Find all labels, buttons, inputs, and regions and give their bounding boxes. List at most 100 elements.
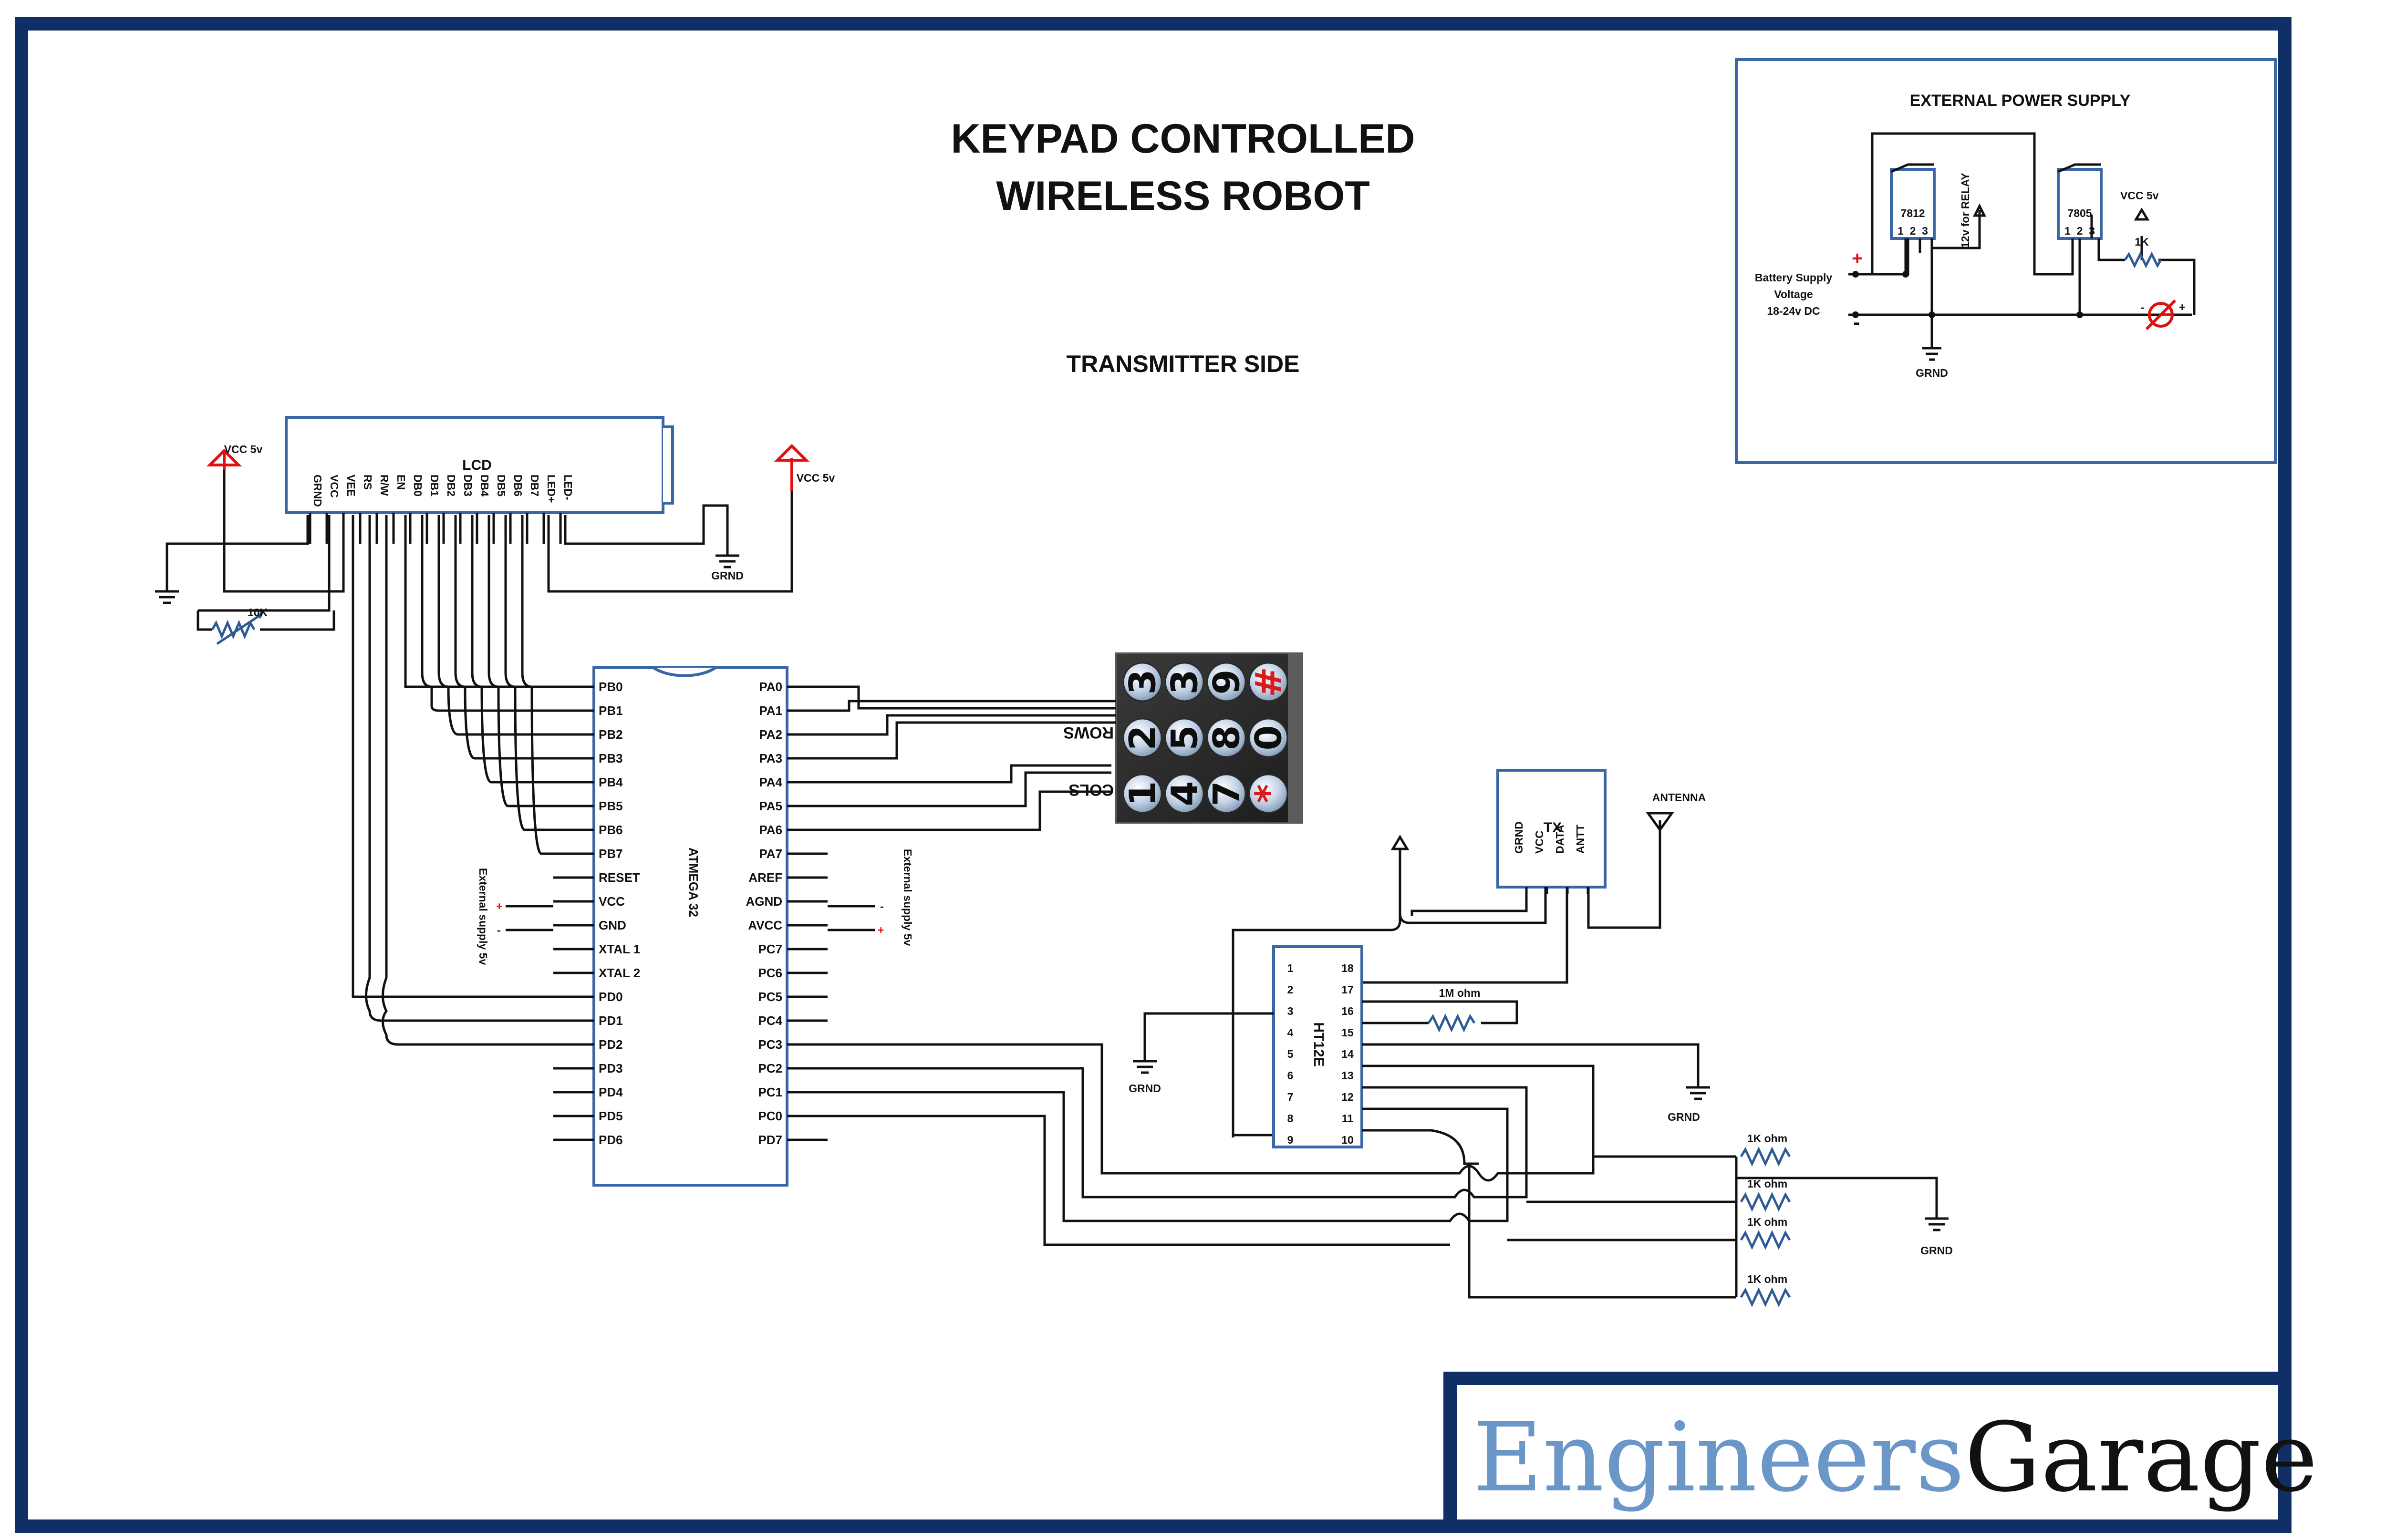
lcd-pin-label: GRND xyxy=(311,475,324,507)
supply-resistor-label: 1K xyxy=(2135,236,2149,248)
keypad-key[interactable] xyxy=(1248,718,1288,758)
mcu-right-pin-label: PC6 xyxy=(758,966,782,980)
mcu-left-pin-label: PB6 xyxy=(599,823,623,837)
lcd-label: LCD xyxy=(462,457,492,473)
encoder-left-pin-label: 3 xyxy=(1287,1005,1294,1017)
tx-pin-label: ANTT xyxy=(1574,825,1587,854)
atmega32-body xyxy=(592,666,788,1187)
keypad-key-label: 5 xyxy=(1163,725,1206,751)
keypad-key-label: 8 xyxy=(1205,725,1248,751)
encoder-right-pin-label: 17 xyxy=(1341,983,1354,996)
mcu-right-pin-label: PA5 xyxy=(759,799,782,813)
tx-pin-label: GRND xyxy=(1513,821,1525,854)
battery-label-2: Voltage xyxy=(1774,288,1813,300)
mcu-right-pin-label: PC4 xyxy=(758,1013,782,1028)
encoder-left-pin-label: 5 xyxy=(1287,1048,1294,1060)
regulator-7812 xyxy=(1890,168,1936,240)
encoder-left-pin-label: 8 xyxy=(1287,1112,1294,1125)
regulator-7805-label: 7805 xyxy=(2067,207,2092,219)
keypad-rows-label: ROWS xyxy=(1063,723,1114,742)
lcd-pot-label: 10K xyxy=(248,606,268,619)
relay-note: 12v for RELAY xyxy=(1959,173,1971,248)
mcu-right-pin-label: AREF xyxy=(748,870,782,885)
mcu-right-pin-label: PC5 xyxy=(758,990,782,1004)
encoder-resistor-label: 1M ohm xyxy=(1439,987,1481,999)
mcu-left-pin-label: PB5 xyxy=(599,799,623,813)
encoder-left-pin-label: 6 xyxy=(1287,1069,1294,1082)
mcu-left-pin-label: PB7 xyxy=(599,847,623,861)
encoder-right-pin-label: 11 xyxy=(1342,1112,1354,1125)
brand-part1: Engineers xyxy=(1473,1402,1965,1513)
mcu-right-pin-label: PA4 xyxy=(759,775,782,789)
tx-label: TX xyxy=(1544,820,1562,836)
mcu-left-pin-label: VCC xyxy=(599,894,625,909)
lcd-pin-label: RS xyxy=(362,475,374,490)
encoder-bus xyxy=(828,1043,1938,1299)
ext-supply-right: External supply 5v xyxy=(902,849,914,946)
encoder-right-pin-label: 16 xyxy=(1341,1005,1354,1017)
lcd-pin-label: DB4 xyxy=(478,475,491,496)
lcd-vcc-right: VCC 5v xyxy=(797,472,835,484)
keypad-key[interactable] xyxy=(1164,774,1204,814)
battery-label-3: 18-24v DC xyxy=(1767,305,1820,317)
brand-logo: EngineersGarage xyxy=(1443,1372,2318,1533)
encoder-left-pin-label: 9 xyxy=(1287,1134,1294,1146)
mcu-right-pin-label: PC3 xyxy=(758,1037,782,1052)
mcu-right-pin-label: PC1 xyxy=(758,1085,782,1099)
keypad-key[interactable] xyxy=(1248,774,1288,814)
keypad-key[interactable] xyxy=(1122,662,1162,702)
keypad-key[interactable] xyxy=(1122,774,1162,814)
regulator-7812-pins: 1 2 3 xyxy=(1898,225,1928,237)
lcd-pin-label: R/W xyxy=(378,475,391,496)
brand-part2: Garage xyxy=(1965,1402,2318,1513)
tx-pin-label: VCC xyxy=(1533,830,1545,854)
keypad-key[interactable] xyxy=(1122,718,1162,758)
diagram-subtitle: TRANSMITTER SIDE xyxy=(1067,351,1300,377)
mcu-left-pin-label: PB1 xyxy=(599,703,623,718)
keypad-key-label: 1 xyxy=(1121,781,1164,806)
keypad-key-label: 9 xyxy=(1205,670,1248,695)
indicator-led xyxy=(2148,302,2174,328)
mcu-right-pin-label: PA2 xyxy=(759,727,782,742)
mcu-left-pin-label: PB3 xyxy=(599,751,623,765)
keypad-key[interactable] xyxy=(1206,718,1246,758)
keypad-bus xyxy=(828,685,1116,831)
encoder-right-pin-label: 18 xyxy=(1341,962,1354,974)
mcu-right-pin-label: AGND xyxy=(746,894,782,909)
mcu-left-pin-label: GND xyxy=(599,918,626,932)
bank-resistor xyxy=(1740,1287,1791,1307)
keypad-key[interactable] xyxy=(1206,774,1246,814)
mcu-right-pin-label: AVCC xyxy=(748,918,782,932)
encoder-left-pin-label: 4 xyxy=(1287,1026,1294,1039)
keypad-key-label: 7 xyxy=(1205,781,1248,806)
encoder-ground-right: GRND xyxy=(1668,1111,1700,1123)
keypad-key[interactable] xyxy=(1164,718,1204,758)
regulator-7805 xyxy=(2057,168,2103,240)
mcu-right-pin-label: PD7 xyxy=(758,1133,782,1147)
mcu-left-pin-label: XTAL 2 xyxy=(599,966,640,980)
regulator-7805-pins: 1 2 3 xyxy=(2064,225,2095,237)
brand-box xyxy=(1443,1372,2292,1533)
resistor-bank-ground: GRND xyxy=(1920,1244,1953,1257)
keypad-key[interactable] xyxy=(1164,662,1204,702)
mcu-left-pin-label: PD1 xyxy=(599,1013,623,1028)
led-plus: + xyxy=(2179,301,2185,313)
page-frame xyxy=(15,17,2292,1533)
keypad-key-label: 3 xyxy=(1121,670,1164,695)
lcd-pin-label: DB1 xyxy=(428,475,441,496)
mcu-left-pin-label: XTAL 1 xyxy=(599,942,640,956)
ht12e-label: HT12E xyxy=(1311,1022,1327,1066)
lcd-pin-label: VEE xyxy=(345,475,357,496)
keypad-key[interactable] xyxy=(1248,662,1288,702)
mcu-right-pin-label: PC0 xyxy=(758,1109,782,1123)
keypad-key-label: 4 xyxy=(1163,781,1206,806)
regulator-7812-label: 7812 xyxy=(1900,207,1925,219)
keypad-key[interactable] xyxy=(1206,662,1246,702)
mcu-right-pin-label: PA3 xyxy=(759,751,782,765)
